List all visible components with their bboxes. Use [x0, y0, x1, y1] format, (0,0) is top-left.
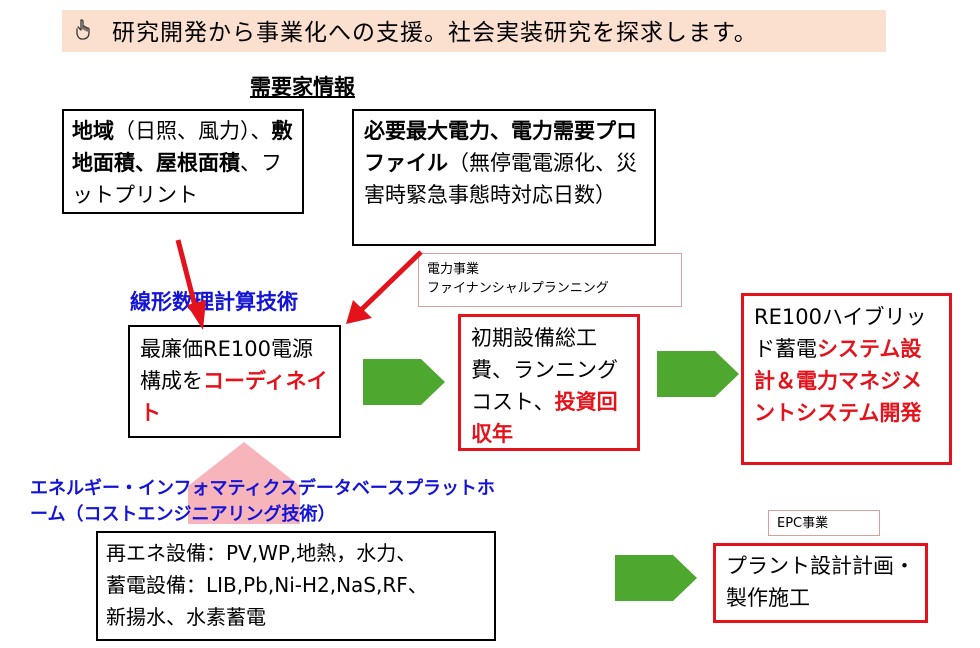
linear-math-label: 線形数理計算技術: [130, 290, 298, 314]
re100-red: システム設計＆電力マネジメントシステム開発: [754, 337, 922, 425]
demand-info-title: 需要家情報: [250, 75, 355, 99]
equipment-box: 再エネ設備：PV,WP,地熱，水力、 蓄電設備：LIB,Pb,Ni-H2,NaS…: [96, 531, 496, 641]
banner-text: 研究開発から事業化への支援。社会実装研究を探求します。: [112, 20, 758, 46]
region-info-box: 地域（日照、風力）、敷地面積、屋根面積、フットプリント: [62, 109, 304, 214]
coordinate-red: コーディネイト: [140, 369, 328, 425]
re100-text: RE100ハイブリッド蓄電: [754, 305, 927, 361]
green-arrow-2: [657, 351, 739, 397]
equipment-line2: 蓄電設備：LIB,Pb,Ni-H2,NaS,RF、: [106, 573, 428, 597]
power-business-box: 電力事業 ファイナンシャルプランニング: [418, 253, 682, 307]
equipment-line3: 新揚水、水素蓄電: [106, 605, 266, 629]
cost-text: 初期設備総工費、ランニングコスト、: [471, 326, 618, 414]
pointing-hand-icon: [76, 19, 90, 40]
green-arrow-3: [615, 555, 697, 601]
energy-platform-label: エネルギー・インフォマティクスデータベースプラットホ ーム（コストエンジニアリン…: [30, 476, 495, 528]
region-bold-1: 地域: [72, 119, 114, 143]
power-demand-box: 必要最大電力、電力需要プロファイル（無停電電源化、災害時緊急事態時対応日数）: [352, 109, 656, 246]
power-bold: 必要最大電力、電力需要プロファイル: [364, 119, 637, 175]
power-business-line1: 電力事業: [427, 262, 480, 277]
region-bold-2: 敷地面積、屋根面積: [72, 119, 293, 175]
cost-box: 初期設備総工費、ランニングコスト、投資回収年: [458, 314, 640, 451]
epc-box: EPC事業: [768, 510, 880, 536]
energy-platform-line1: エネルギー・インフォマティクスデータベースプラットホ: [30, 478, 495, 499]
re100-box: RE100ハイブリッド蓄電システム設計＆電力マネジメントシステム開発: [741, 293, 952, 465]
coordinate-box: 最廉価RE100電源構成をコーディネイト: [128, 325, 341, 438]
green-arrow-1: [363, 359, 445, 405]
header-banner: [62, 10, 886, 52]
pink-up-arrow: [188, 442, 300, 524]
power-business-line2: ファイナンシャルプランニング: [427, 281, 609, 296]
equipment-line1: 再エネ設備：PV,WP,地熱，水力、: [106, 541, 417, 565]
energy-platform-line2: ーム（コストエンジニアリング技術）: [30, 504, 336, 525]
region-text-2: 、フットプリント: [72, 151, 282, 207]
power-text: （無停電電源化、災害時緊急事態時対応日数）: [364, 151, 637, 207]
region-text-1: （日照、風力）、: [114, 119, 272, 143]
plant-box: プラント設計計画・製作施工: [713, 543, 928, 623]
cost-red: 投資回収年: [471, 390, 618, 446]
coordinate-text: 最廉価RE100電源構成を: [140, 337, 313, 393]
